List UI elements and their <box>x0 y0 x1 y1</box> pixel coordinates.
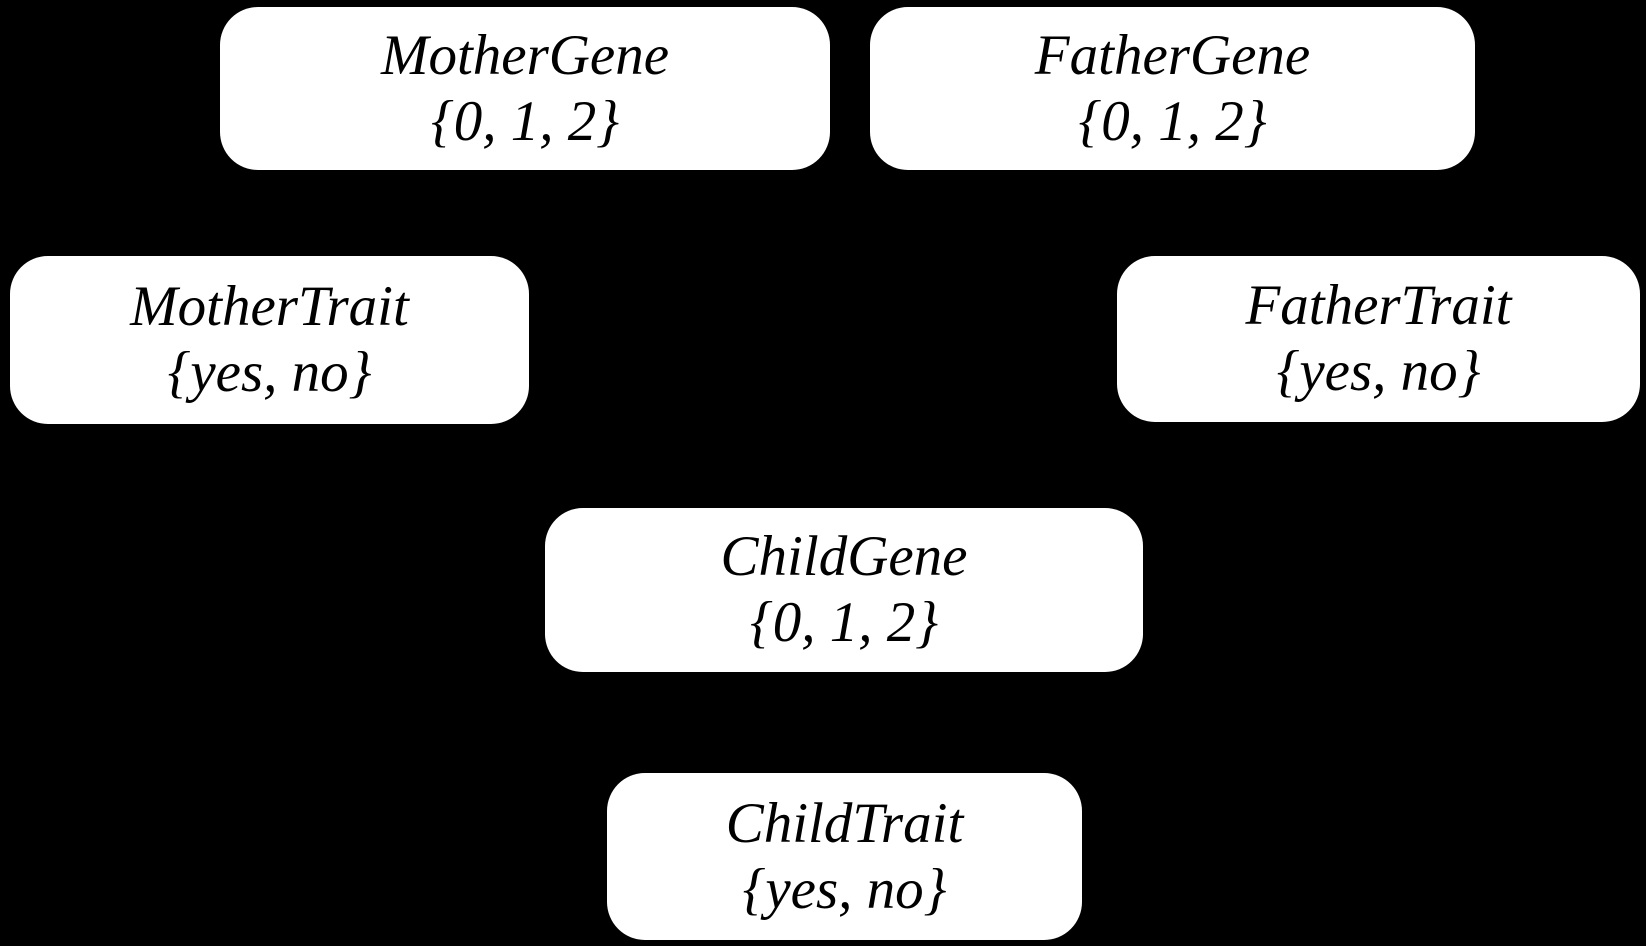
node-mother-trait: MotherTrait {yes, no} <box>10 256 529 424</box>
node-domain-values: {0, 1, 2} <box>1078 89 1267 153</box>
node-child-gene: ChildGene {0, 1, 2} <box>545 508 1143 672</box>
node-father-gene: FatherGene {0, 1, 2} <box>870 7 1475 170</box>
node-label: MotherTrait <box>130 275 409 338</box>
node-child-trait: ChildTrait {yes, no} <box>607 773 1082 940</box>
node-domain-values: {yes, no} <box>167 341 372 404</box>
node-label: FatherTrait <box>1245 274 1512 337</box>
node-domain-values: {yes, no} <box>742 857 947 921</box>
node-label: FatherGene <box>1034 23 1311 87</box>
node-mother-gene: MotherGene {0, 1, 2} <box>220 7 830 170</box>
node-father-trait: FatherTrait {yes, no} <box>1117 256 1640 422</box>
node-label: ChildGene <box>720 525 968 588</box>
node-domain-values: {yes, no} <box>1276 340 1481 403</box>
node-domain-values: {0, 1, 2} <box>749 591 939 654</box>
node-label: MotherGene <box>380 23 670 87</box>
node-label: ChildTrait <box>725 791 964 855</box>
node-domain-values: {0, 1, 2} <box>430 89 620 153</box>
